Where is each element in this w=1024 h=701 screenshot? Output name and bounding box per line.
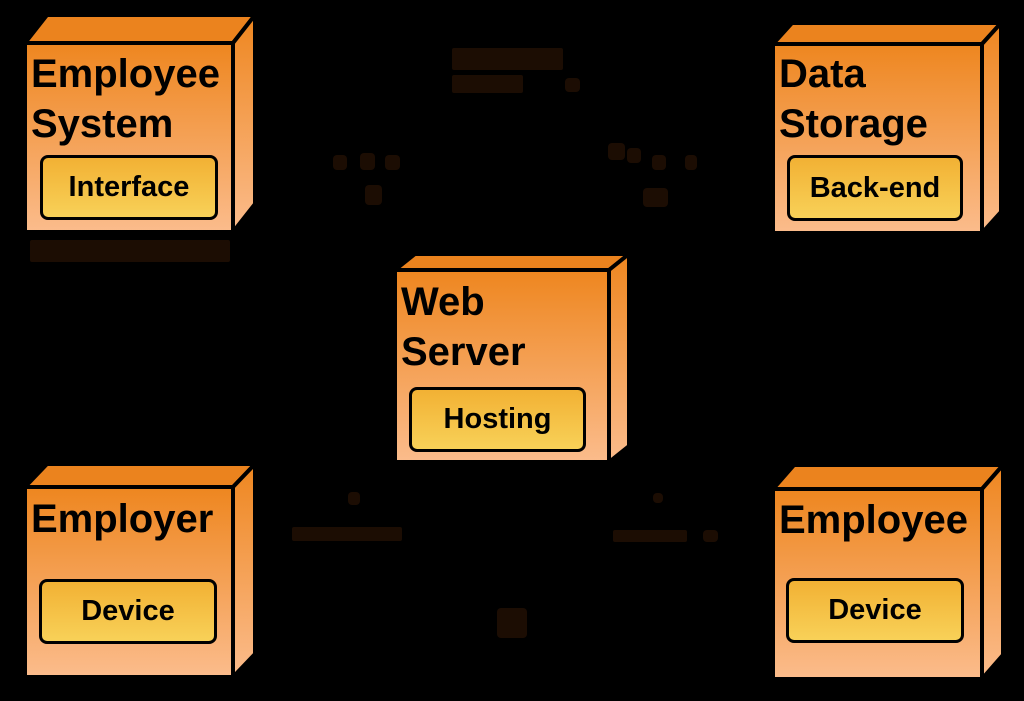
ghost-label-smudge [643, 188, 668, 207]
node-title-web-server: Web Server [401, 280, 526, 374]
node-title-employee-system: Employee System [31, 52, 220, 146]
node-title-employer: Employer [31, 497, 214, 541]
node-top-face [23, 462, 257, 489]
connector-employee-system-web-server [232, 188, 426, 274]
ghost-label-smudge [652, 155, 666, 170]
ghost-label-smudge [627, 148, 641, 163]
component-label: Hosting [443, 403, 552, 435]
node-side-face [607, 252, 631, 464]
node-top-face [771, 21, 1003, 46]
ghost-label-smudge [360, 153, 375, 170]
node-top-face [393, 252, 631, 272]
ghost-label-smudge [565, 78, 580, 92]
node-side-face [231, 13, 257, 234]
node-side-face [231, 462, 257, 679]
node-title-employee: Employee [779, 498, 968, 542]
connector-web-server-employee [563, 459, 813, 492]
ghost-label-smudge [365, 185, 382, 205]
ghost-label-smudge [653, 493, 663, 503]
node-top-face [771, 463, 1005, 491]
ghost-label-smudge [333, 155, 347, 170]
component-device-employer: Device [39, 579, 217, 644]
ghost-label-smudge [613, 530, 687, 542]
node-title-data-storage: Data Storage [779, 52, 928, 146]
component-label: Device [81, 595, 175, 627]
component-hosting: Hosting [409, 387, 586, 452]
ghost-label-smudge [497, 608, 527, 638]
ghost-label-smudge [385, 155, 400, 170]
ghost-label-smudge [292, 527, 402, 541]
component-device-employee: Device [786, 578, 964, 643]
ghost-label-smudge [608, 143, 625, 160]
node-top-face [23, 13, 257, 45]
component-label: Interface [68, 171, 190, 203]
component-interface: Interface [40, 155, 218, 220]
ghost-label-smudge [348, 492, 360, 505]
component-label: Device [828, 594, 922, 626]
ghost-label-smudge [452, 48, 563, 70]
ghost-label-smudge [452, 75, 523, 93]
node-side-face [980, 21, 1003, 235]
ghost-label-smudge [703, 530, 718, 542]
node-side-face [980, 463, 1005, 681]
component-label: Back-end [809, 171, 941, 204]
ghost-label-smudge [30, 240, 230, 262]
component-back-end: Back-end [787, 155, 963, 221]
ghost-label-smudge [685, 155, 697, 170]
